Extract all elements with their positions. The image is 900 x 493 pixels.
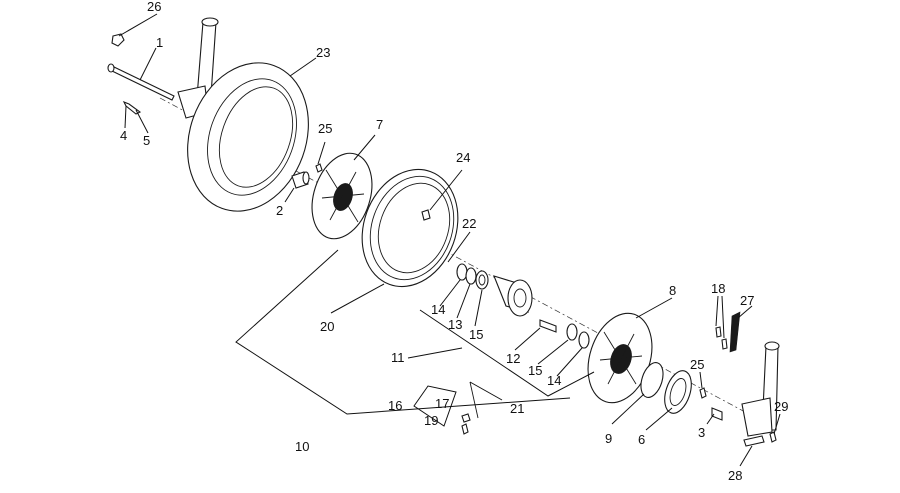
brake-disc-7 [311, 152, 373, 240]
callout-29: 29 [774, 399, 789, 414]
callout-6: 6 [638, 432, 646, 447]
right-fork-leg [741, 341, 780, 437]
callout-2: 2 [276, 203, 284, 218]
sensor-28 [743, 435, 765, 447]
nut-26 [111, 33, 125, 47]
spacer-3 [711, 407, 723, 421]
callout-3: 3 [698, 425, 706, 440]
hub [493, 275, 533, 317]
callout-25-left: 25 [318, 121, 333, 136]
callout-10: 10 [295, 439, 310, 454]
callout-25-right: 25 [690, 357, 705, 372]
callout-14-right: 14 [547, 373, 562, 388]
rim-20 [361, 168, 459, 288]
callout-26: 26 [147, 0, 162, 14]
callout-28: 28 [728, 468, 743, 483]
callout-18: 18 [711, 281, 726, 296]
screw-25-right [699, 387, 707, 399]
ring-9 [640, 362, 664, 398]
spindle-1 [107, 63, 175, 101]
valve-cap-17 [461, 413, 471, 423]
bracket-group-16 [413, 385, 457, 427]
valve-core-19 [461, 423, 469, 435]
callout-15-right: 15 [528, 363, 543, 378]
screw-25-left [315, 163, 323, 173]
brake-disc-8 [587, 312, 653, 404]
callout-17: 17 [435, 396, 450, 411]
callout-13: 13 [448, 317, 463, 332]
bracket-group-11 [407, 309, 595, 397]
callout-7: 7 [376, 117, 384, 132]
callout-12: 12 [506, 351, 521, 366]
callout-14-left: 14 [431, 302, 446, 317]
bracket-group-10 [235, 249, 571, 415]
callout-8: 8 [669, 283, 677, 298]
spoke-21 [469, 381, 479, 419]
spacer-12 [539, 319, 557, 333]
callout-23: 23 [316, 45, 331, 60]
callout-5: 5 [143, 133, 151, 148]
tyre-23 [187, 62, 309, 212]
bearing-set-right [566, 323, 590, 349]
callout-11: 11 [391, 350, 405, 365]
callout-19: 19 [424, 413, 439, 428]
callout-27: 27 [740, 293, 755, 308]
callout-4: 4 [120, 128, 128, 143]
bearing-set-left [456, 263, 489, 290]
callout-22: 22 [462, 216, 477, 231]
sensor-27 [729, 311, 741, 353]
callout-20: 20 [320, 319, 335, 334]
screw-29 [769, 431, 777, 443]
callout-16: 16 [388, 398, 403, 413]
callout-1: 1 [156, 35, 164, 50]
callout-9: 9 [605, 431, 613, 446]
callout-21: 21 [510, 401, 525, 416]
callout-15-left: 15 [469, 327, 484, 342]
leader-lines [118, 13, 781, 467]
spacer-2 [291, 171, 310, 189]
screws-18 [715, 326, 728, 350]
valve-24 [421, 209, 431, 221]
tone-ring-6 [664, 370, 692, 414]
callout-24: 24 [456, 150, 471, 165]
